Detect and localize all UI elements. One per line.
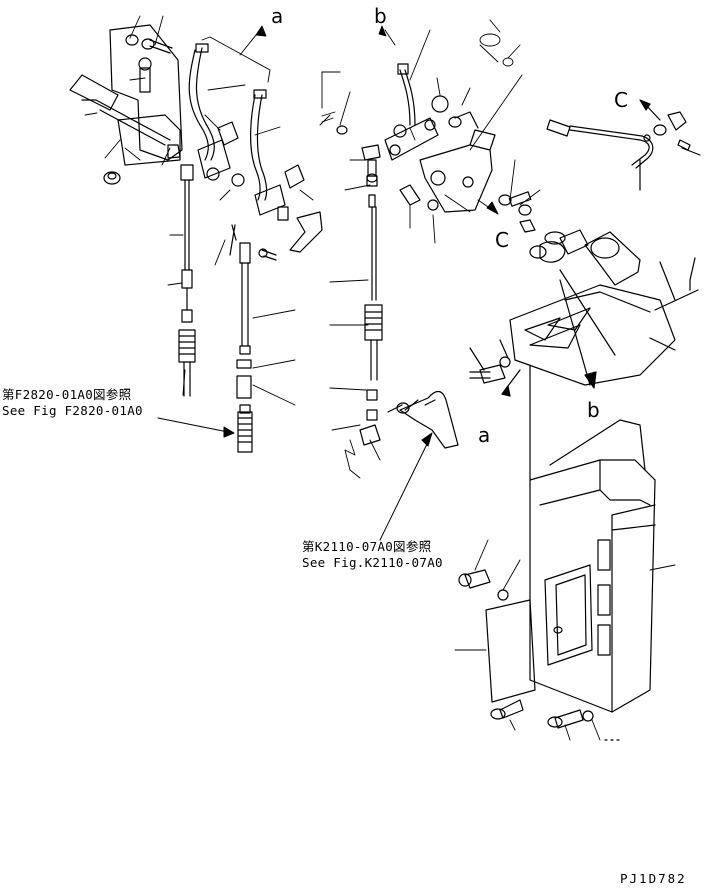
callout-c-top-right: C <box>614 88 628 112</box>
cover-fasteners <box>454 539 676 741</box>
leader-lines-top-left <box>84 15 171 166</box>
reference-k2110-en: See Fig.K2110-07A0 <box>302 555 443 570</box>
leader-lines-center-left <box>204 84 314 406</box>
left-bracket-assembly <box>69 24 183 185</box>
reference-f2820-jp: 第F2820-01A0図参照 <box>2 387 132 402</box>
reference-f2820-en: See Fig F2820-01A0 <box>2 403 143 418</box>
center-left-rods <box>188 43 323 453</box>
lever-knob-gate <box>469 219 699 397</box>
center-control-rod <box>336 124 407 446</box>
callout-a-lower: a <box>478 423 491 447</box>
left-control-rod <box>167 164 196 397</box>
cover-panel <box>485 364 656 713</box>
leader-lines-center-right <box>378 19 541 244</box>
center-right-link-bracket <box>384 63 532 216</box>
leader-lines-center <box>319 71 381 479</box>
callout-a-top: a <box>271 4 284 28</box>
reference-arrows <box>157 369 433 541</box>
bottom-center-lever <box>387 390 459 449</box>
callout-b-top: b <box>374 4 387 28</box>
callout-b-lower: b <box>587 398 600 422</box>
callout-a-top-bracket <box>201 25 271 83</box>
reference-k2110-jp: 第K2110-07A0図参照 <box>302 539 432 554</box>
drawing-code: PJ1D782 <box>620 871 687 886</box>
callout-c-middle: C <box>495 228 509 252</box>
top-right-lever <box>546 99 701 191</box>
